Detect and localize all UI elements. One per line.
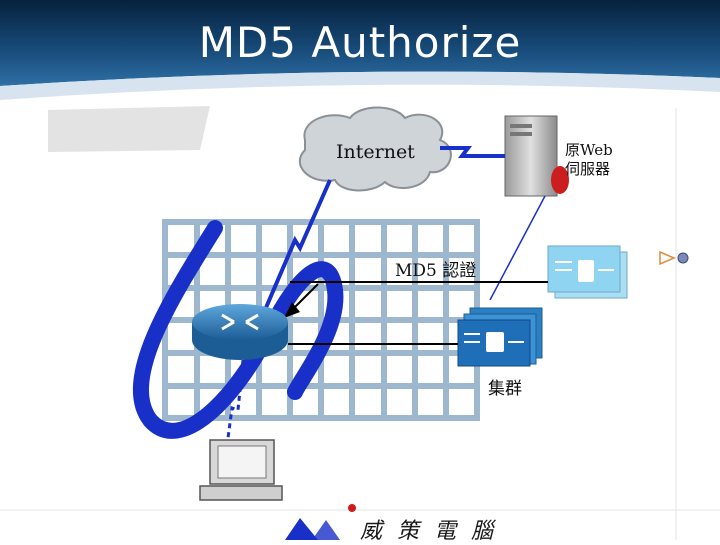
pc-icon — [200, 440, 282, 500]
md5-auth-label: MD5 認證 — [395, 256, 476, 281]
company-logo-text: 威 策 電 腦 — [360, 513, 497, 545]
bullet-dot-icon — [678, 253, 688, 263]
web-server-label-line2: 伺服器 — [565, 160, 613, 179]
router-icon — [192, 304, 288, 360]
web-server-label-line1: 原Web — [565, 141, 613, 160]
internet-label: Internet — [336, 141, 415, 163]
server-down-line — [490, 196, 545, 300]
cluster-label: 集群 — [488, 374, 522, 399]
cluster-server-icon — [458, 308, 542, 366]
md5-auth-server-icon — [548, 246, 627, 298]
web-server-icon — [505, 116, 569, 196]
footer-logo-mark — [285, 504, 356, 540]
play-triangle-icon — [660, 252, 674, 264]
slide-title: MD5 Authorize — [0, 18, 720, 67]
web-server-label: 原Web 伺服器 — [565, 141, 613, 179]
watermark-logo — [48, 106, 210, 152]
